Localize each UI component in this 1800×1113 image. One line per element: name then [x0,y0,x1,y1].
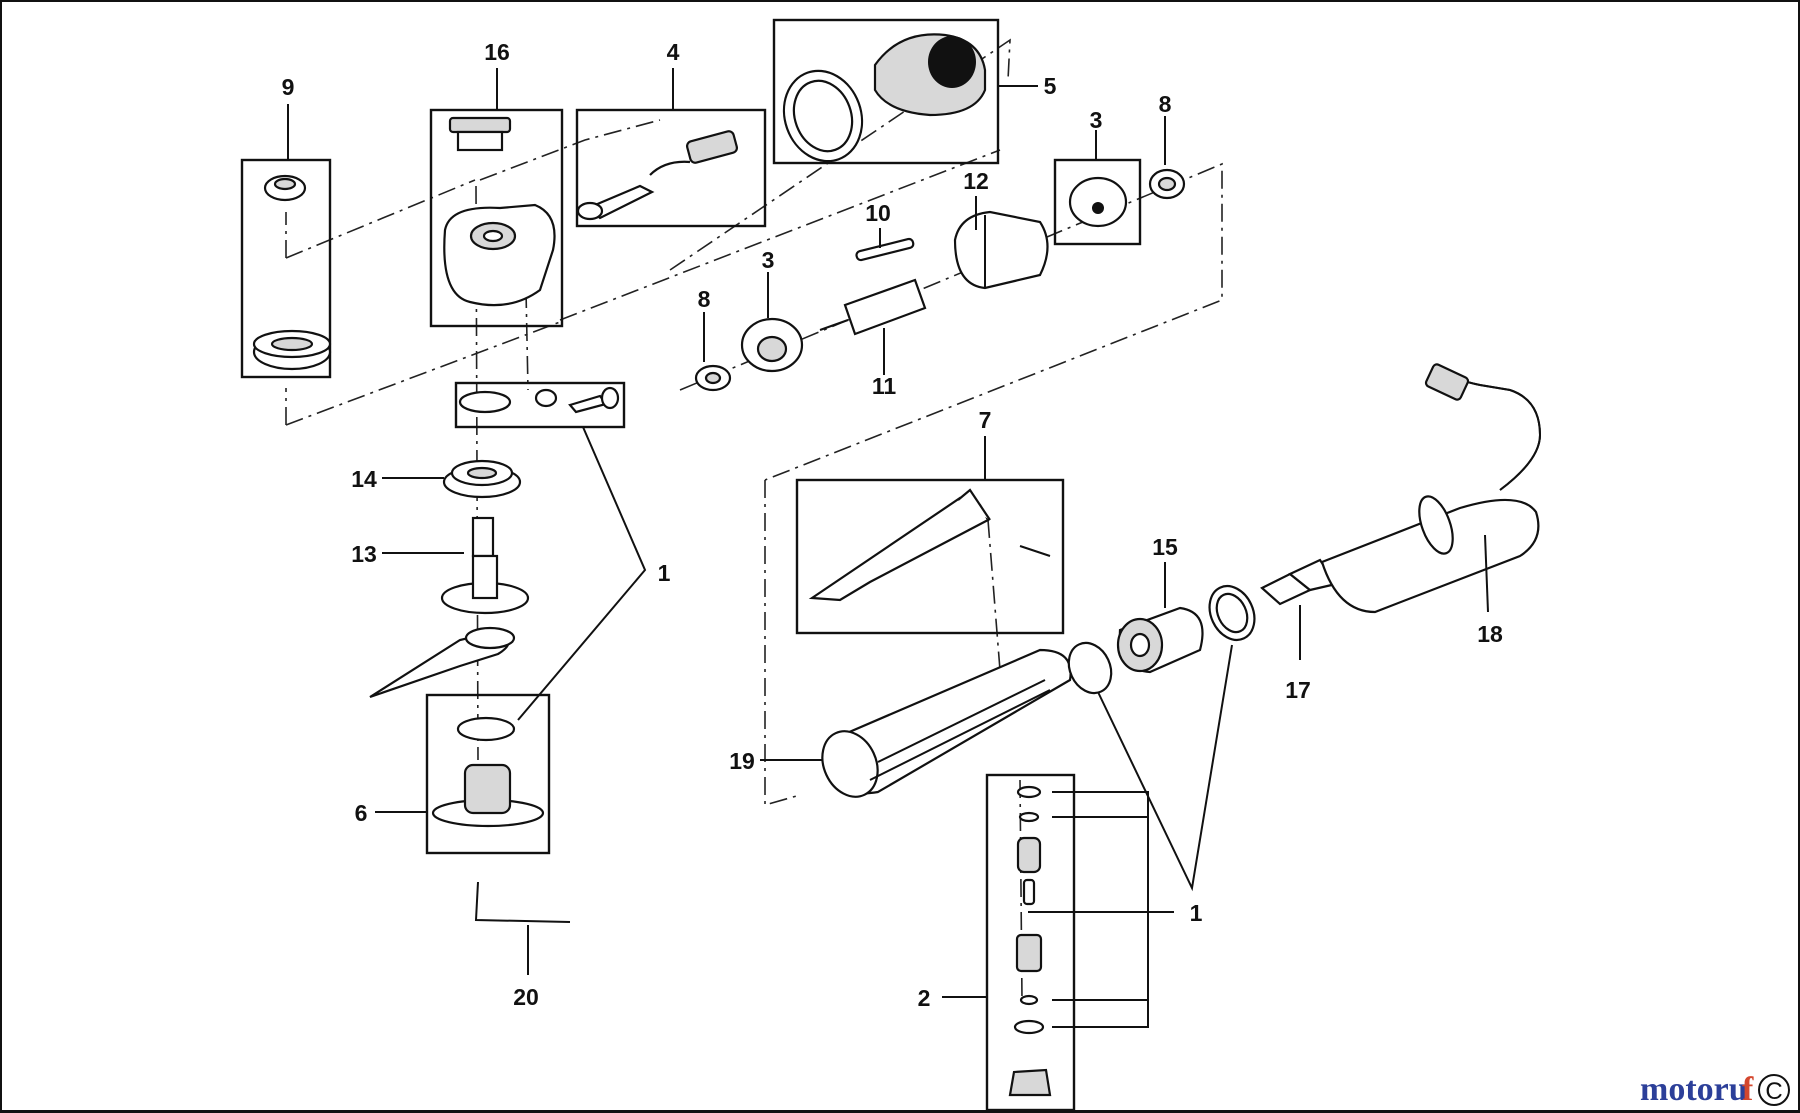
watermark-badge-letter: C [1765,1078,1782,1105]
callout-1-left: 1 [658,560,671,586]
valve-body-15 [1116,606,1204,674]
valve-kit-2-contents [1008,785,1052,1097]
box-throttle-5 [772,18,1000,165]
lever-4 [576,130,739,221]
box-lever-7 [795,478,1065,635]
callout-10: 10 [865,200,891,226]
box-spindle-6 [425,693,551,855]
throttle-lever-7 [808,488,1051,602]
exhaust-hose-18 [1320,363,1542,614]
box-valve-kit-2 [985,773,1076,1112]
callout-7: 7 [979,407,992,433]
callout-numbers: 9 16 4 5 3 8 12 10 3 8 11 14 13 1 6 20 7… [282,39,1503,1011]
box-lever-4 [575,108,767,228]
callout-11: 11 [872,373,897,399]
motor-housing-19 [821,648,1072,798]
callout-1-right: 1 [1190,900,1203,926]
cutting-blade [369,626,516,699]
callout-3-top: 3 [1090,107,1103,133]
callout-18: 18 [1477,621,1503,647]
callout-16: 16 [484,39,510,65]
callout-9: 9 [282,74,295,100]
callout-19: 19 [729,748,755,774]
callout-5: 5 [1044,73,1057,99]
spindle-6-contents [431,716,545,828]
watermark-text: motoru [1640,1071,1748,1108]
callout-2: 2 [918,985,931,1011]
bearing-8-mid [694,364,732,392]
cap-16 [448,116,512,152]
end-plate-3-mid [740,317,804,373]
callout-3-mid: 3 [762,247,775,273]
leader-lines [287,68,1489,1028]
box-endplate-3 [1053,158,1142,246]
snap-ring [1208,585,1256,641]
bearing-9-top [263,174,307,202]
box-bearing-kit-9 [240,158,332,379]
callout-6: 6 [355,800,368,826]
callout-17: 17 [1285,677,1311,703]
angle-head-housing [443,203,556,307]
rotor-blade-10 [855,237,915,262]
throttle-spring-5 [873,33,987,117]
callout-20: 20 [513,984,539,1010]
bearing-nut-14 [442,459,522,499]
box-seal-kit-1 [454,381,626,429]
callout-13: 13 [351,541,377,567]
throttle-ring-5 [782,69,864,163]
callout-12: 12 [963,168,989,194]
o-ring [1067,641,1113,695]
assembly-axis-lines [285,38,1223,1001]
end-plate-3-top [1068,176,1128,228]
callout-14: 14 [351,466,377,492]
bearing-8-top [1148,168,1186,200]
rotor-11 [819,278,927,336]
hex-key-20 [474,881,571,923]
cylinder-12 [953,210,1049,290]
watermark-text-accent: f [1742,1071,1754,1108]
callout-8-top: 8 [1159,91,1172,117]
callout-8-mid: 8 [698,286,711,312]
seal-kit-contents [458,386,620,414]
callout-4: 4 [667,39,680,65]
callout-15: 15 [1152,534,1178,560]
spindle-13 [440,516,530,615]
watermark-badge [1758,1074,1790,1106]
watermark-logo: motoru f C [1640,1071,1790,1108]
bearing-9-bottom [252,329,332,371]
